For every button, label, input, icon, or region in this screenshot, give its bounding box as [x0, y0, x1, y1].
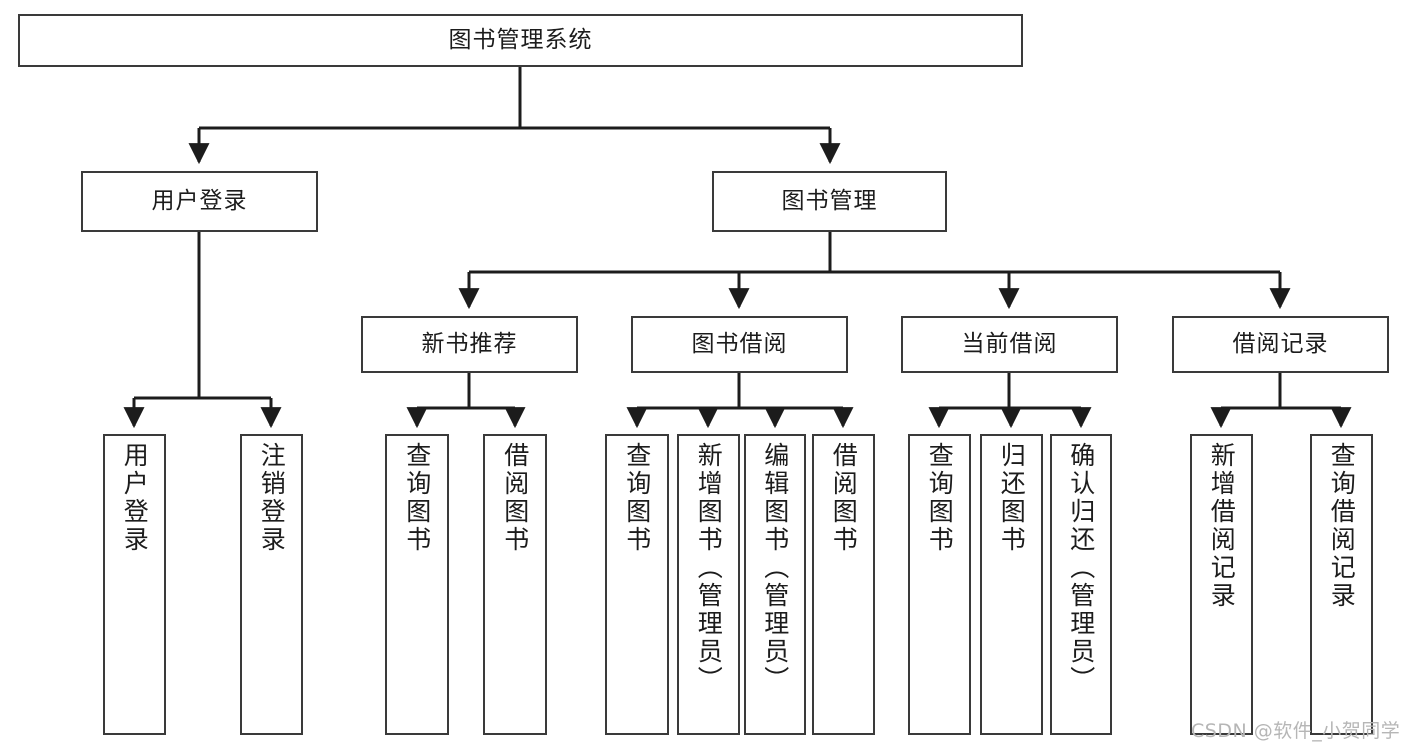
node-label: 归还图书	[997, 442, 1027, 554]
leaf-borrow-books[interactable]: 借阅图书	[812, 434, 875, 735]
node-label: 新增借阅记录	[1207, 442, 1237, 610]
node-new-book-recommendation[interactable]: 新书推荐	[361, 316, 578, 373]
leaf-borrow-books-new[interactable]: 借阅图书	[483, 434, 547, 735]
node-label: 图书借阅	[691, 331, 788, 358]
node-label: 新书推荐	[421, 331, 518, 358]
leaf-user-login[interactable]: 用户登录	[103, 434, 166, 735]
node-label: 查询图书	[622, 442, 652, 554]
node-label: 查询图书	[402, 442, 432, 554]
leaf-add-borrow-record[interactable]: 新增借阅记录	[1190, 434, 1253, 735]
node-label: 新增图书（管理员）	[694, 442, 724, 694]
node-label: 借阅记录	[1232, 331, 1329, 358]
node-label: 注销登录	[257, 442, 287, 554]
node-label: 图书管理系统	[448, 27, 593, 54]
leaf-query-books-current[interactable]: 查询图书	[908, 434, 971, 735]
leaf-confirm-return-admin[interactable]: 确认归还（管理员）	[1050, 434, 1112, 735]
leaf-query-books-new[interactable]: 查询图书	[385, 434, 449, 735]
node-label: 查询借阅记录	[1327, 442, 1357, 610]
node-label: 用户登录	[151, 188, 248, 215]
csdn-watermark: CSDN @软件_小贺同学	[1191, 720, 1401, 742]
node-label: 查询图书	[925, 442, 955, 554]
leaf-add-book-admin[interactable]: 新增图书（管理员）	[677, 434, 740, 735]
leaf-edit-book-admin[interactable]: 编辑图书（管理员）	[744, 434, 806, 735]
node-root-book-management-system[interactable]: 图书管理系统	[18, 14, 1023, 67]
node-book-borrowing[interactable]: 图书借阅	[631, 316, 848, 373]
leaf-query-books-borrow[interactable]: 查询图书	[605, 434, 669, 735]
leaf-return-books[interactable]: 归还图书	[980, 434, 1043, 735]
leaf-query-borrow-record[interactable]: 查询借阅记录	[1310, 434, 1373, 735]
node-label: 确认归还（管理员）	[1066, 442, 1096, 694]
node-user-login[interactable]: 用户登录	[81, 171, 318, 232]
node-label: 用户登录	[120, 442, 150, 554]
node-label: 编辑图书（管理员）	[760, 442, 790, 694]
node-book-management[interactable]: 图书管理	[712, 171, 947, 232]
node-label: 借阅图书	[829, 442, 859, 554]
node-borrowing-records[interactable]: 借阅记录	[1172, 316, 1389, 373]
node-label: 图书管理	[781, 188, 878, 215]
node-label: 当前借阅	[961, 331, 1058, 358]
node-current-borrowing[interactable]: 当前借阅	[901, 316, 1118, 373]
leaf-logout[interactable]: 注销登录	[240, 434, 303, 735]
node-label: 借阅图书	[500, 442, 530, 554]
